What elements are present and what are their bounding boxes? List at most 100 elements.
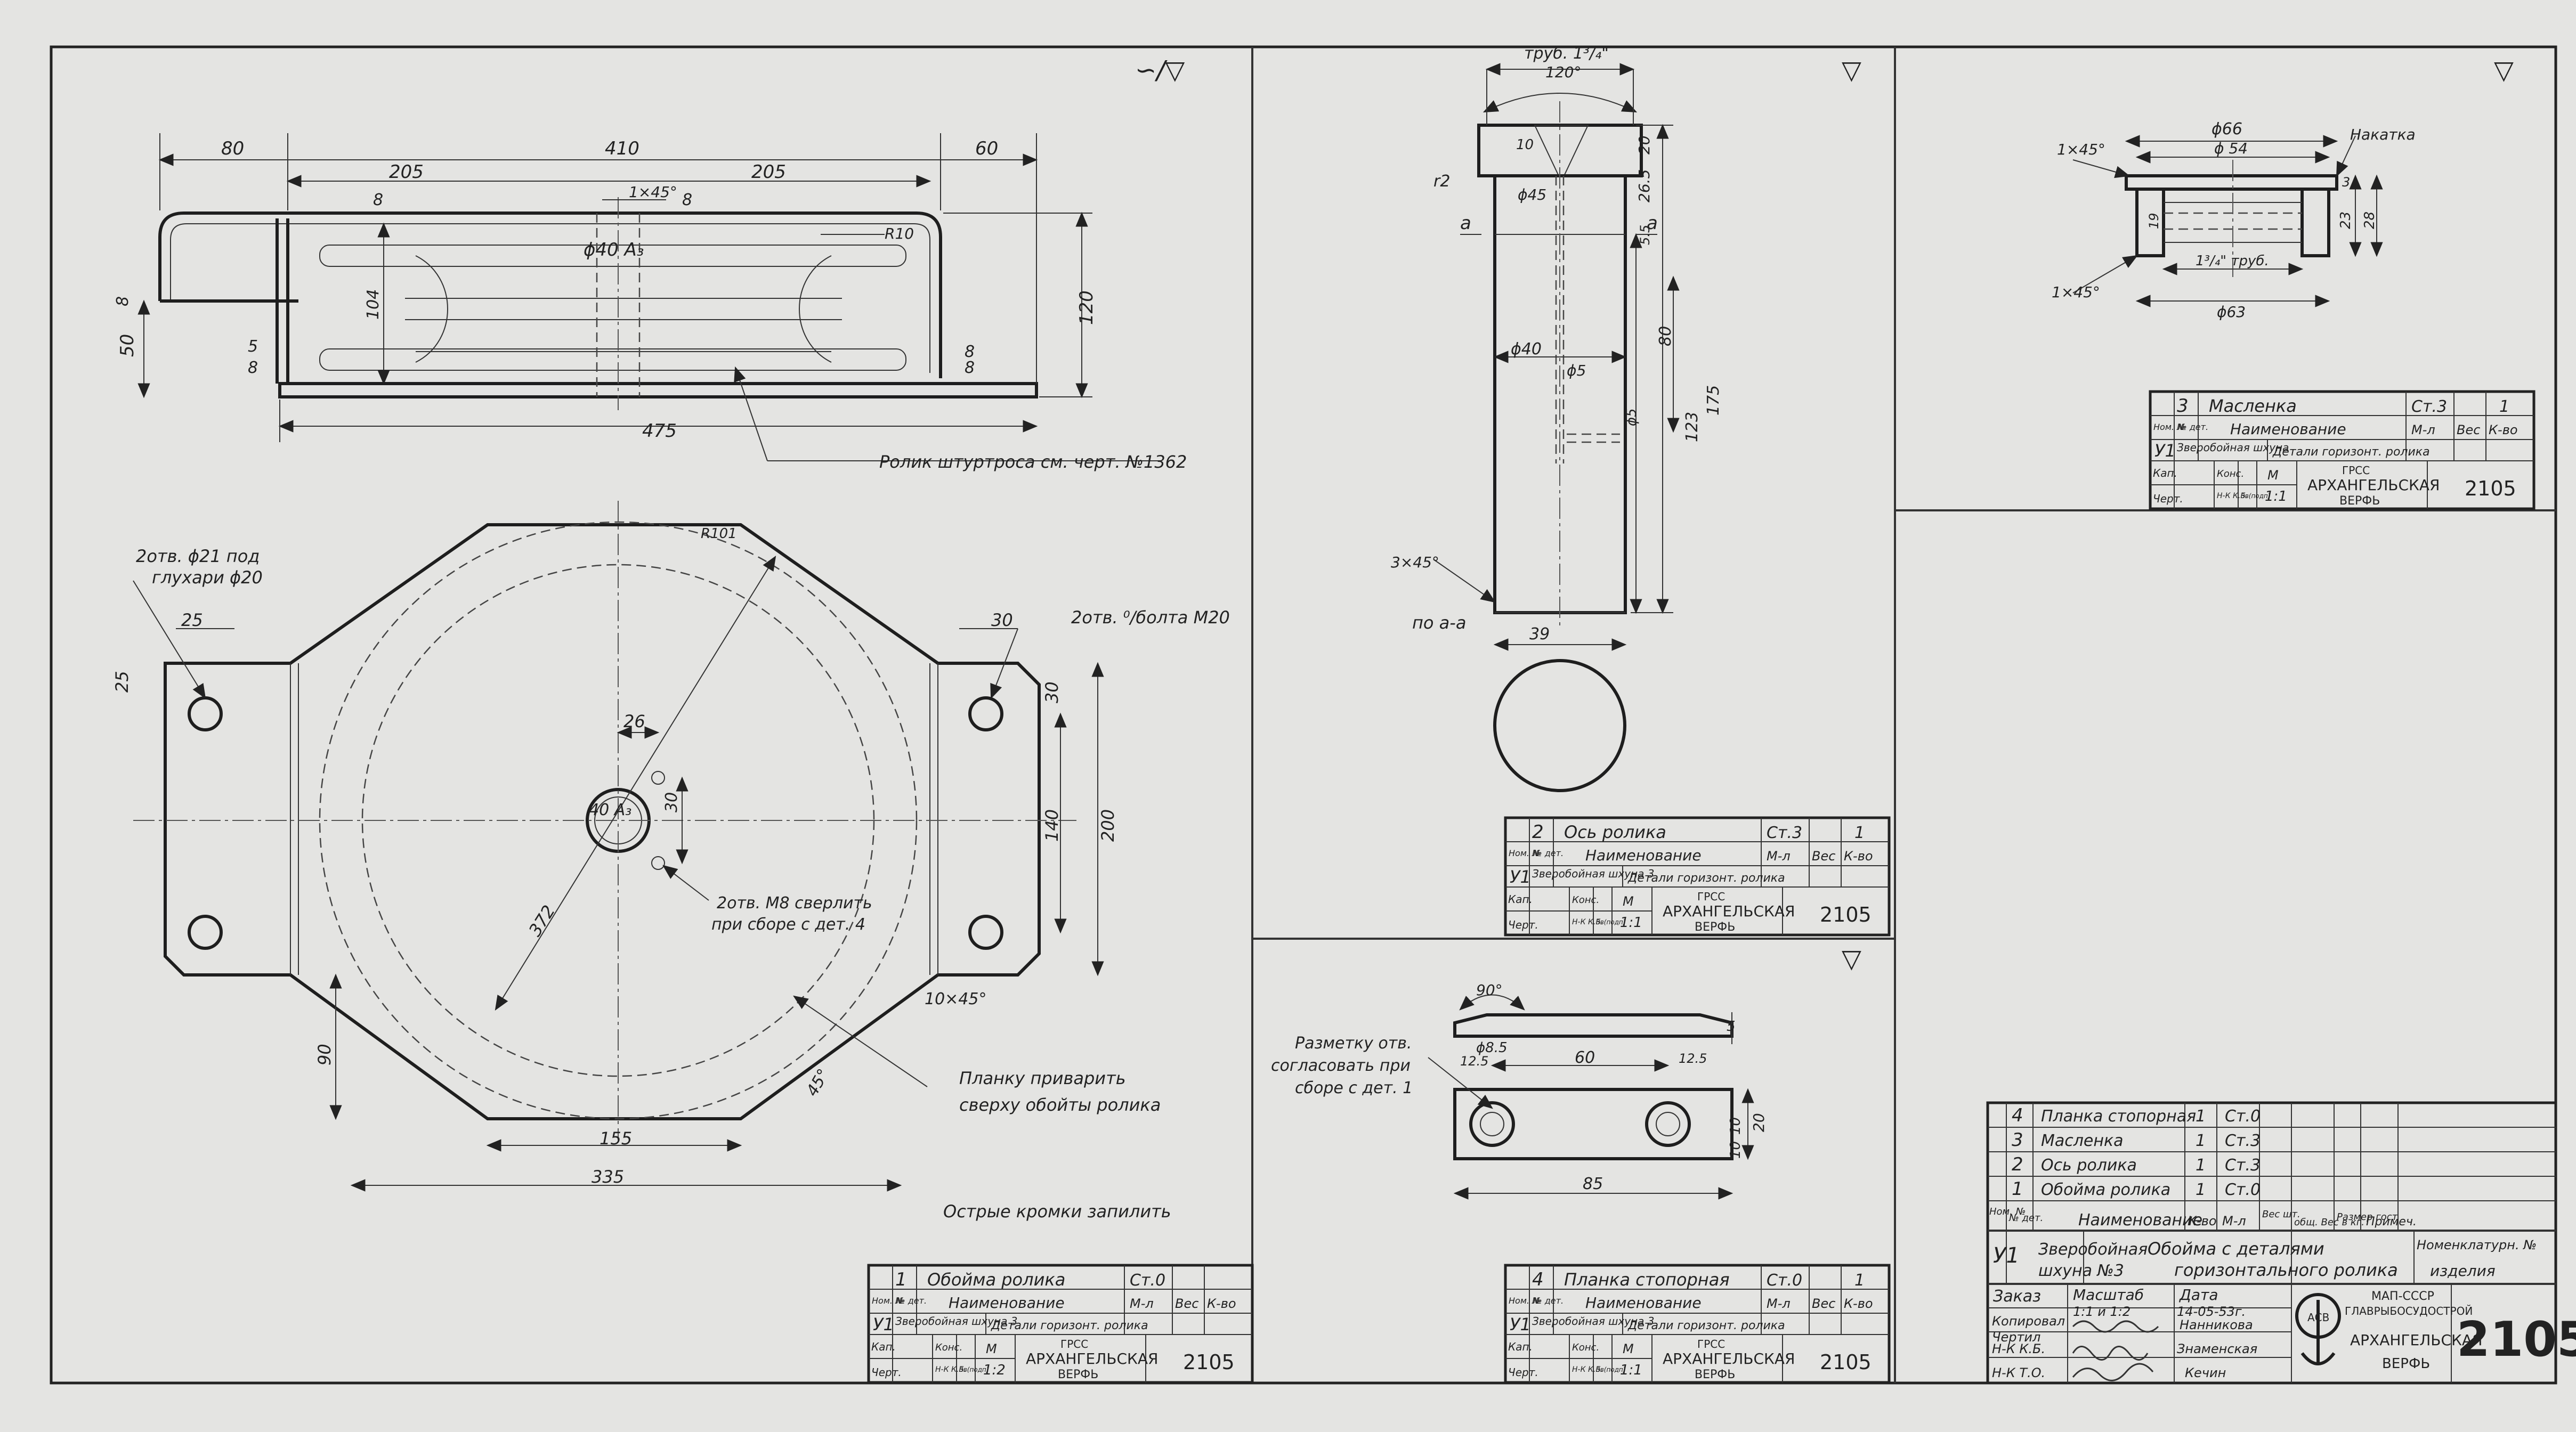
- axle-20: 20: [1635, 135, 1653, 154]
- stamp3-r2: Черт.: [2153, 492, 2183, 505]
- plate-note-3: сборе с дет. 1: [1295, 1079, 1413, 1097]
- stamp1-org2: АРХАНГЕЛЬСКАЯ: [1026, 1350, 1159, 1368]
- stamp2-drw: 2105: [1820, 903, 1872, 926]
- dim-30a: 30: [991, 610, 1013, 630]
- outer-frame: [50, 45, 2557, 1385]
- dim-10x45: 10×45°: [925, 990, 986, 1008]
- stamp2-hdr-no: Ном. №: [1509, 848, 1541, 858]
- stamp4-scale: 1:1: [1620, 1362, 1642, 1378]
- dim-r10: R10: [885, 225, 914, 242]
- stamp1-c3: Зв(подп): [959, 1366, 989, 1373]
- main-drew: Чертил: [1992, 1330, 2040, 1345]
- main-scale: 1:1 и 1:2: [2073, 1304, 2131, 1319]
- stamp2-hdr-wt: Вес: [1812, 849, 1835, 864]
- main-title-1: Обойма с деталями: [2148, 1239, 2324, 1259]
- main-row-mat: Ст.3: [2225, 1156, 2261, 1175]
- stamp4-hdr-det: № дет.: [1533, 1296, 1564, 1306]
- main-hdr-note: Примеч.: [2366, 1215, 2417, 1228]
- stamp1-num: 1: [895, 1269, 907, 1290]
- plate-20: 20: [1750, 1113, 1768, 1132]
- stamp2-r2: Черт.: [1508, 918, 1538, 931]
- dim-30b: 30: [1042, 681, 1062, 703]
- stamp3-hdr-no: Ном. №: [2153, 422, 2186, 432]
- stamp2-mat: Ст.3: [1767, 824, 1802, 842]
- axle-chamfer: 3×45°: [1391, 554, 1439, 571]
- dim-50: 50: [117, 334, 138, 357]
- stamp3-scale: 1:1: [2265, 489, 2287, 505]
- stamp1-hdr-wt: Вес: [1175, 1296, 1198, 1311]
- stamp1-drw: 2105: [1183, 1350, 1235, 1374]
- main-hdr-name: Наименование: [2078, 1211, 2202, 1230]
- stamp4-drw: 2105: [1820, 1350, 1872, 1374]
- plate-angle: 90°: [1476, 981, 1503, 999]
- verf-logo: АСВ: [2295, 1293, 2341, 1365]
- stamp3-drw: 2105: [2465, 477, 2516, 500]
- stamp2-org2: АРХАНГЕЛЬСКАЯ: [1663, 902, 1795, 920]
- oiler-28: 28: [2362, 211, 2378, 229]
- stamp3-hdr-mat: М-л: [2411, 422, 2435, 437]
- stamp3-c3: Зв(подп): [2241, 492, 2270, 500]
- m8-note-1: 2отв. M8 сверлить: [717, 894, 872, 913]
- stamp2-qty: 1: [1854, 824, 1865, 842]
- oiler-pipe: 1³/₄" труб.: [2196, 253, 2269, 269]
- axle-d5: ϕ5: [1567, 362, 1586, 379]
- dim-8b: 8: [682, 191, 692, 209]
- stamp2-scale-l: М: [1623, 894, 1634, 909]
- dim-40A3: 40 A₃: [589, 801, 631, 819]
- stamp1-hdr-no: Ном. №: [872, 1296, 904, 1306]
- axle-a1: a: [1460, 213, 1471, 234]
- stamp4-hdr-wt: Вес: [1812, 1296, 1835, 1311]
- stamp3-org1: ГРСС: [2342, 464, 2370, 477]
- axle-175: 175: [1704, 385, 1723, 416]
- dim-335: 335: [592, 1167, 624, 1187]
- housing-side-view: 80 410 60 205 205 1×45° ϕ40 A₃ R10 8 8 1…: [114, 133, 1187, 472]
- main-code: У1: [1993, 1243, 2020, 1268]
- main-name-1: Нанникова: [2180, 1317, 2253, 1332]
- main-org-4: ВЕРФЬ: [2382, 1356, 2430, 1372]
- dim-8a: 8: [373, 191, 383, 209]
- stamp2-code: У1: [1510, 867, 1531, 887]
- oiler-3: 3: [2342, 175, 2350, 190]
- housing-plan-view: 2отв. ϕ21 под глухари ϕ20 2отв. ⁰/болта …: [112, 501, 1230, 1222]
- axle-r2: r2: [1433, 172, 1450, 191]
- main-row-no: 4: [2012, 1105, 2023, 1126]
- main-drawing-number: 2105: [2457, 1312, 2576, 1368]
- stamp4-org1: ГРСС: [1697, 1338, 1725, 1350]
- stamp1-org1: ГРСС: [1060, 1338, 1088, 1350]
- oiler-d66: ϕ66: [2212, 120, 2242, 139]
- axle-123: 123: [1683, 412, 1702, 442]
- oiler-detail: ϕ66 ϕ 54 Накатка 1×45° 1×45° 3 19 23 28 …: [2052, 120, 2416, 321]
- stamp3-hdr-wt: Вес: [2457, 422, 2480, 437]
- stamp2-org3: ВЕРФЬ: [1695, 921, 1735, 934]
- stamp4-hdr-qty: К-во: [1844, 1296, 1873, 1311]
- dim-90: 90: [314, 1044, 335, 1065]
- main-order: Заказ: [1993, 1287, 2041, 1306]
- stamp2-r1: Кап.: [1508, 893, 1533, 906]
- dim-8c: 8: [114, 296, 132, 306]
- holes-note-2: глухари ϕ20: [152, 567, 263, 588]
- main-row-no: 1: [2012, 1178, 2023, 1200]
- stamp2-c2: Н-К К.Б.: [1572, 918, 1603, 926]
- main-row-name: Ось ролика: [2041, 1156, 2137, 1175]
- main-name-3: Кечин: [2185, 1365, 2226, 1380]
- roughness-mark-3: ▽: [2494, 55, 2514, 85]
- stamp3-r1: Кап.: [2153, 467, 2177, 479]
- axle-detail: труб. 1³/₄" 120° r2 10 ϕ45 20 26.5 5.5 ϕ…: [1391, 44, 1723, 792]
- stamp4-name: Планка стопорная: [1564, 1270, 1730, 1290]
- stamp1-ship: Зверобойная шхуна 3: [895, 1315, 1018, 1328]
- dim-30c: 30: [662, 792, 681, 812]
- main-org-1: МАП-СССР: [2371, 1290, 2434, 1303]
- stamp3-num: 3: [2177, 395, 2189, 417]
- plate-note-2: сверху обойты ролика: [959, 1095, 1161, 1115]
- stamp4-org3: ВЕРФЬ: [1695, 1368, 1735, 1381]
- stamp1-org3: ВЕРФЬ: [1058, 1368, 1098, 1381]
- plate-125b: 12.5: [1679, 1051, 1707, 1066]
- main-hdr-det: № дет.: [2008, 1213, 2043, 1224]
- stamp2-hdr-name: Наименование: [1585, 847, 1702, 864]
- main-nkkb: Н-К К.Б.: [1992, 1341, 2045, 1356]
- dim-hole40: ϕ40 A₃: [584, 239, 644, 261]
- stamp1-c2: Н-К К.Б.: [935, 1365, 966, 1374]
- axle-angle: 120°: [1545, 63, 1581, 81]
